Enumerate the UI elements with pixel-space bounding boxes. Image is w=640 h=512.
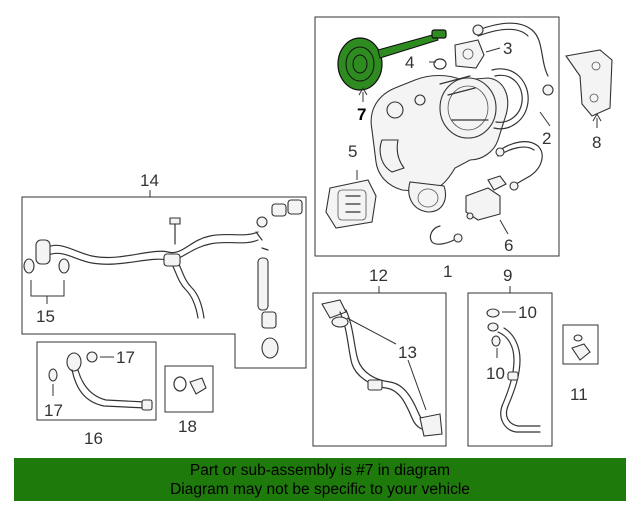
banner-line-1: Part or sub-assembly is #7 in diagram bbox=[189, 462, 451, 479]
callout-5: 5 bbox=[348, 142, 357, 161]
bolt-part[interactable] bbox=[169, 217, 181, 245]
plug-11-part[interactable] bbox=[571, 334, 591, 361]
callout-13: 13 bbox=[398, 343, 417, 362]
wastegate-actuator-part[interactable] bbox=[325, 179, 377, 229]
callout-17b: 17 bbox=[44, 401, 63, 420]
callout-4: 4 bbox=[405, 53, 414, 72]
plug-18-part[interactable] bbox=[173, 376, 207, 395]
fittings-part[interactable] bbox=[255, 199, 303, 359]
callout-2: 2 bbox=[542, 129, 551, 148]
actuator-7-highlighted-part[interactable] bbox=[337, 29, 447, 91]
group-9-box bbox=[467, 292, 553, 447]
group-14-box bbox=[21, 196, 307, 369]
callout-18: 18 bbox=[178, 417, 197, 436]
callout-9: 9 bbox=[503, 266, 512, 285]
oil-feed-pipe-part[interactable] bbox=[35, 231, 259, 319]
drain-pipe-part[interactable] bbox=[66, 352, 153, 411]
bracket-8-part[interactable] bbox=[565, 49, 613, 117]
callout-17a: 17 bbox=[116, 348, 135, 367]
callout-10a: 10 bbox=[518, 303, 537, 322]
callout-14: 14 bbox=[140, 171, 159, 190]
seal-4-part[interactable] bbox=[433, 58, 447, 70]
gasket-2-part[interactable] bbox=[491, 68, 529, 130]
washer-17-part[interactable] bbox=[48, 351, 98, 382]
callout-10b: 10 bbox=[486, 364, 505, 383]
oil-line-part[interactable] bbox=[472, 22, 554, 96]
banner-line-2: Diagram may not be specific to your vehi… bbox=[170, 481, 470, 498]
fitting-3-part[interactable] bbox=[454, 39, 485, 69]
callout-7: 7 bbox=[357, 105, 366, 124]
callout-3: 3 bbox=[503, 39, 512, 58]
group-18-box bbox=[164, 365, 214, 413]
parts-diagram: 1 2 3 4 5 6 7 8 14 15 12 bbox=[21, 16, 613, 448]
callout-15: 15 bbox=[36, 307, 55, 326]
callout-16: 16 bbox=[84, 429, 103, 448]
return-line-part[interactable] bbox=[321, 299, 443, 437]
callout-8: 8 bbox=[592, 133, 601, 152]
washer-15-part[interactable] bbox=[23, 258, 70, 274]
turbocharger-part[interactable] bbox=[370, 74, 509, 213]
callout-6: 6 bbox=[504, 236, 513, 255]
coolant-pipe-part[interactable] bbox=[486, 308, 541, 433]
solenoid-6-part[interactable] bbox=[429, 175, 507, 245]
callout-11: 11 bbox=[570, 385, 588, 404]
callout-12: 12 bbox=[369, 266, 388, 285]
coolant-line-part[interactable] bbox=[495, 141, 543, 191]
callout-1: 1 bbox=[443, 262, 452, 281]
notice-banner: Part or sub-assembly is #7 in diagram Di… bbox=[14, 458, 626, 501]
